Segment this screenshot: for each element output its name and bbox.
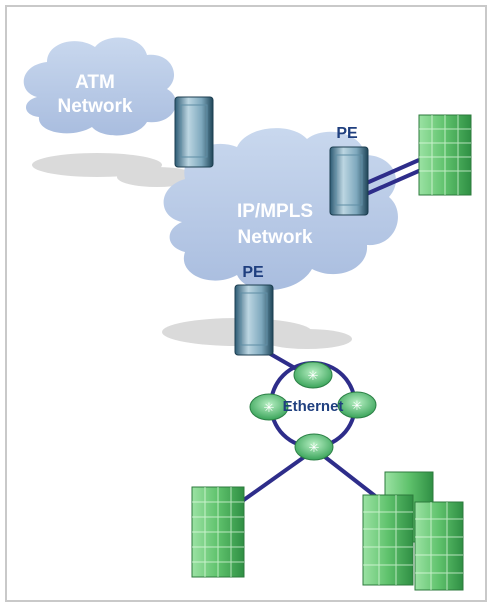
ethernet-switch-right-icon: ✳ <box>337 391 377 419</box>
svg-text:✳: ✳ <box>309 440 320 455</box>
pe-router-bottom-icon <box>234 284 274 356</box>
atm-cloud-label-line1: ATM <box>75 72 115 93</box>
atm-switch-icon <box>174 96 214 168</box>
ethernet-ring-label: Ethernet <box>283 398 344 415</box>
pe-bottom-label: PE <box>242 264 264 281</box>
building-top-right-icon <box>418 114 472 196</box>
svg-text:✳: ✳ <box>264 400 275 415</box>
svg-text:✳: ✳ <box>308 368 319 383</box>
pe-router-top-icon <box>329 146 369 216</box>
mpls-cloud-label-line1: IP/MPLS <box>237 201 313 222</box>
ethernet-switch-left-icon: ✳ <box>249 393 289 421</box>
ethernet-switch-top-icon: ✳ <box>293 361 333 389</box>
building-cluster-bottom-right-icon <box>362 471 464 591</box>
atm-cloud-label-line2: Network <box>58 96 133 117</box>
atm-cloud-icon: ATM Network <box>23 37 177 136</box>
pe-top-label: PE <box>336 125 358 142</box>
ethernet-switch-bottom-icon: ✳ <box>294 433 334 461</box>
cloud-shadows <box>32 153 352 349</box>
mpls-cloud-label-line2: Network <box>238 227 313 248</box>
diagram-frame: ATM Network IP/MPLS Network PE PE <box>5 5 487 602</box>
network-diagram: ATM Network IP/MPLS Network PE PE <box>23 37 472 591</box>
svg-text:✳: ✳ <box>352 398 363 413</box>
building-bottom-left-icon <box>191 486 245 578</box>
